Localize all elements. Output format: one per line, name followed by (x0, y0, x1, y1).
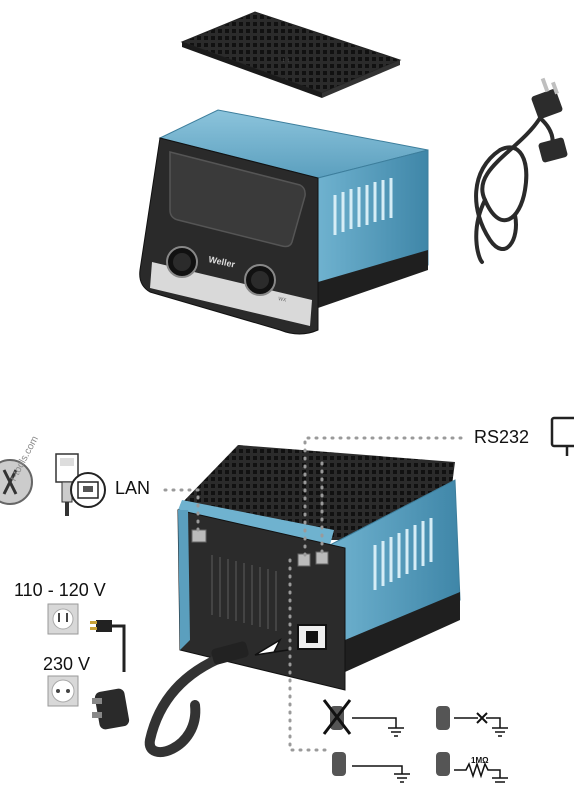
open-ground-icon (436, 706, 508, 737)
rs232-port-2 (315, 551, 329, 565)
resistor-value-label: 1MΩ (471, 756, 489, 765)
svg-text:↑ ↑: ↑ ↑ (282, 58, 290, 64)
voltage-110-label: 110 - 120 V (14, 580, 106, 600)
resistor-ground-icon (436, 752, 508, 783)
outlet-us-icon (47, 603, 79, 635)
station-rear (177, 445, 461, 691)
station-front: Weller WX (139, 109, 429, 335)
rs232-label: RS232 (474, 427, 530, 447)
model-badge: WX (278, 296, 288, 304)
insert-arrow-icon (254, 638, 289, 656)
plug-eu-icon (92, 688, 130, 730)
voltage-230-label: 230 V (43, 654, 91, 674)
lan-port (191, 529, 207, 543)
no-ground-icon (322, 699, 404, 737)
outlet-eu-icon (47, 675, 79, 707)
rear-side-vents (373, 518, 433, 590)
plug-uk-icon (531, 77, 563, 119)
plug-iec-icon (538, 137, 568, 163)
plug-us-icon (90, 620, 126, 672)
side-vents (333, 178, 393, 235)
connection-lines (158, 436, 470, 752)
mains-cable (144, 641, 249, 757)
watermark-logo (0, 459, 33, 505)
lan-label: LAN (115, 478, 151, 498)
drip-tray: ↑ ↑ (180, 11, 402, 98)
monitor-icon (550, 416, 574, 456)
lan-socket-icon (70, 472, 106, 508)
power-cord-icon (474, 116, 555, 264)
rear-vents (211, 555, 277, 631)
direct-ground-icon (332, 752, 410, 783)
